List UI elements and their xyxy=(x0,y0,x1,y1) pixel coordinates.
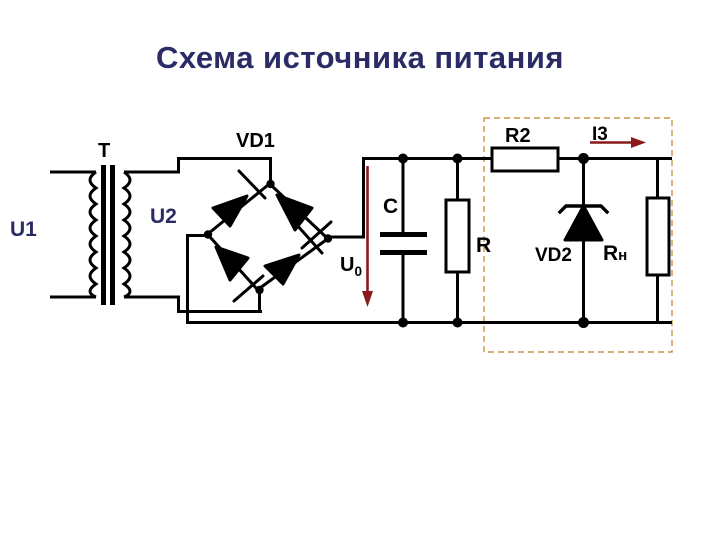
node-resistor-r-top xyxy=(452,153,463,164)
page-title: Схема источника питания xyxy=(155,40,565,75)
load-resistor xyxy=(645,160,671,322)
resistor-r-label: R xyxy=(476,234,492,257)
u0-arrow xyxy=(362,166,373,307)
node-capacitor-bottom xyxy=(398,317,408,328)
node-bridge-bottom xyxy=(255,285,264,295)
input-voltage-label: U1 xyxy=(10,219,37,240)
i3-arrow xyxy=(590,137,646,148)
capacitor xyxy=(380,160,427,322)
output-voltage-sub: 0 xyxy=(354,264,363,279)
load-resistor-label: Rн xyxy=(603,243,627,264)
zener-label: VD2 xyxy=(535,245,572,266)
current-i3-label: I3 xyxy=(592,124,608,145)
secondary-voltage-label: U2 xyxy=(150,206,177,227)
node-zener-bottom xyxy=(578,317,589,328)
load-resistor-base: R xyxy=(603,242,619,265)
node-zener-top xyxy=(578,153,589,164)
diode-bridge xyxy=(207,169,333,303)
input-voltage-text: U1 xyxy=(10,218,37,241)
output-voltage-label: U0 xyxy=(340,255,362,279)
node-capacitor-top xyxy=(398,153,408,164)
resistor-r xyxy=(444,160,471,322)
node-bridge-left xyxy=(203,230,213,239)
zener-diode xyxy=(557,160,610,322)
node-bridge-top xyxy=(266,179,275,189)
resistor-r2 xyxy=(490,146,583,173)
node-resistor-r-bottom xyxy=(452,317,463,328)
secondary-voltage-text: U2 xyxy=(150,205,177,228)
transformer xyxy=(50,165,180,305)
output-voltage-base: U xyxy=(340,254,355,276)
regulator-dashed-region xyxy=(483,117,673,353)
bridge-label: VD1 xyxy=(236,130,275,152)
transformer-label: T xyxy=(98,140,111,162)
capacitor-label: C xyxy=(383,195,399,218)
resistor-r2-label: R2 xyxy=(505,125,531,147)
load-resistor-sub: н xyxy=(618,247,628,264)
